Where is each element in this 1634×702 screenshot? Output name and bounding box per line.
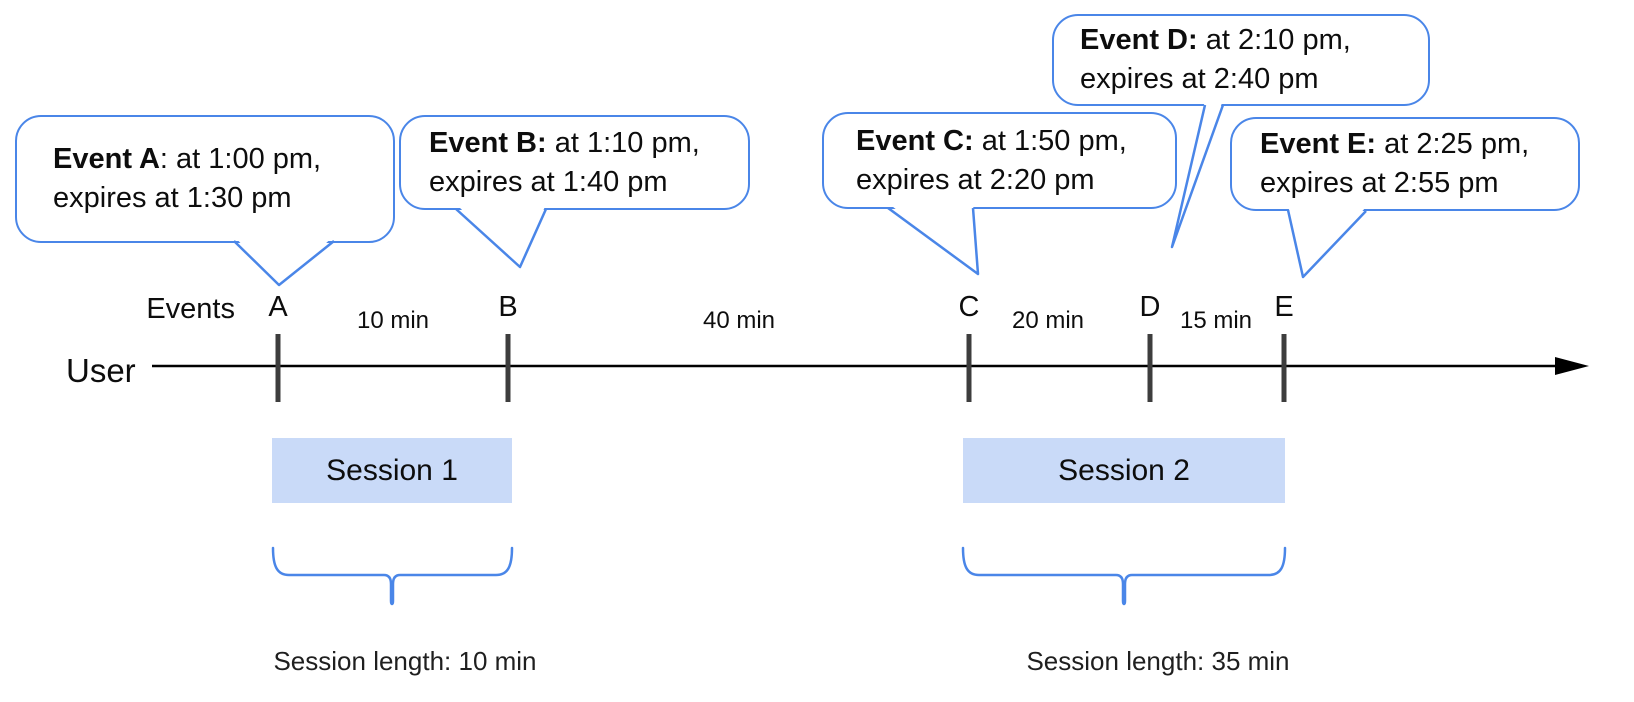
tick-event-e [1281,334,1287,402]
callout-event-a-time: : at 1:00 pm, [159,143,322,175]
session-1-bar: Session 1 [272,438,512,503]
callout-event-c: Event C: at 1:50 pm, expires at 2:20 pm [822,112,1177,209]
callout-tail-b [455,204,548,269]
callout-event-d: Event D: at 2:10 pm, expires at 2:40 pm [1052,14,1430,106]
tick-event-c [966,334,972,402]
event-letter-c: C [958,291,980,323]
callout-tail-e [1286,205,1367,279]
tick-event-d [1147,334,1153,402]
event-letter-a: A [268,291,288,323]
callout-event-e-time: at 2:25 pm, [1376,128,1530,160]
interval-d-e: 15 min [1179,307,1253,334]
callout-event-b-time: at 1:10 pm, [546,126,700,159]
callout-event-e-expiry: expires at 2:55 pm [1260,167,1499,199]
session-2-bar: Session 2 [963,438,1285,503]
callout-tail-c [887,203,980,276]
user-axis-label: User [66,352,136,389]
event-letter-e: E [1274,291,1294,323]
callout-event-c-time: at 1:50 pm, [973,124,1127,157]
callout-event-e-title: Event E: [1260,128,1377,160]
session-2-length-label: Session length: 35 min [1026,646,1290,676]
brace-session-2 [961,546,1287,606]
interval-a-b: 10 min [356,307,430,334]
interval-c-d: 20 min [1011,307,1085,334]
callout-tail-a [233,236,335,287]
callout-tail-d [1170,100,1225,249]
tick-event-a [275,334,281,402]
callout-event-c-title: Event C: [856,124,974,157]
callout-event-e: Event E: at 2:25 pm, expires at 2:55 pm [1230,117,1580,211]
callout-event-a-line1: Event A: at 1:00 pm, [53,140,393,179]
callout-event-b-line1: Event B: at 1:10 pm, [429,124,748,163]
event-letter-d: D [1139,291,1161,323]
tick-event-b [505,334,511,402]
callout-event-d-expiry: expires at 2:40 pm [1080,63,1319,95]
callout-event-d-line1: Event D: at 2:10 pm, [1080,21,1428,60]
callout-event-b-title: Event B: [429,126,547,159]
interval-b-c: 40 min [702,307,776,334]
callout-event-a-expiry: expires at 1:30 pm [53,182,292,214]
callout-event-a-title: Event A [53,143,160,175]
timeline-arrowhead-icon [1555,357,1589,375]
callout-event-e-line1: Event E: at 2:25 pm, [1260,125,1578,164]
callout-event-b-expiry: expires at 1:40 pm [429,165,668,198]
event-letter-b: B [498,291,518,323]
brace-session-1 [271,546,514,606]
callout-event-c-expiry: expires at 2:20 pm [856,163,1095,196]
session-1-length-label: Session length: 10 min [273,646,537,676]
callout-event-d-time: at 2:10 pm, [1197,24,1351,56]
callout-event-a: Event A: at 1:00 pm, expires at 1:30 pm [15,115,395,243]
callout-event-b: Event B: at 1:10 pm, expires at 1:40 pm [399,115,750,210]
events-header-label: Events [146,293,235,325]
callout-event-c-line1: Event C: at 1:50 pm, [856,122,1175,161]
callout-event-d-title: Event D: [1080,24,1198,56]
